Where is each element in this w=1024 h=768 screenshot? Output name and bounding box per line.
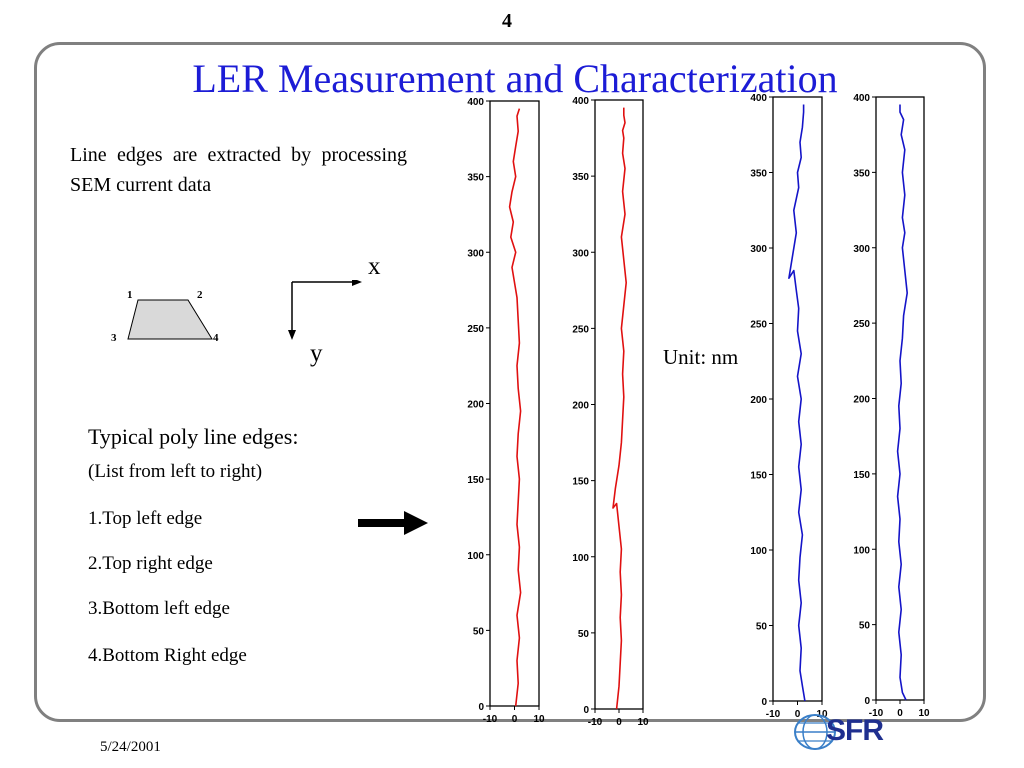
edge-line xyxy=(612,107,628,710)
y-tick-label: 350 xyxy=(572,172,589,183)
logo-text: SFR xyxy=(826,714,884,747)
y-tick-label: 150 xyxy=(467,475,484,486)
x-tick-label: -10 xyxy=(588,717,603,728)
y-tick-label: 50 xyxy=(578,629,590,640)
list-item: 1.Top left edge xyxy=(88,508,203,529)
y-tick-label: 250 xyxy=(467,324,484,335)
x-tick-label: -10 xyxy=(766,709,781,720)
y-arrow-head xyxy=(288,330,296,340)
y-tick-label: 150 xyxy=(853,470,870,481)
y-tick-label: 100 xyxy=(572,553,589,564)
x-arrow-head xyxy=(352,280,362,286)
y-tick-label: 400 xyxy=(572,96,589,107)
y-tick-label: 50 xyxy=(859,621,871,632)
x-tick-label: -10 xyxy=(869,708,884,719)
corner-label-1: 1 xyxy=(127,289,133,301)
y-tick-label: 250 xyxy=(572,324,589,335)
plot-frame xyxy=(489,100,540,707)
y-tick-label: 0 xyxy=(478,702,484,713)
x-tick-label: 0 xyxy=(616,717,622,728)
y-tick-label: 150 xyxy=(750,471,767,482)
edge-line xyxy=(508,108,522,707)
trapezoid-shape xyxy=(127,299,213,340)
y-tick-label: 350 xyxy=(853,168,870,179)
list-heading: Typical poly line edges: xyxy=(88,424,299,449)
intro-text: Line edges are extracted by processing S… xyxy=(70,144,407,196)
y-tick-label: 150 xyxy=(572,477,589,488)
y-tick-label: 200 xyxy=(467,400,484,411)
page-number: 4 xyxy=(502,10,512,32)
y-tick-label: 300 xyxy=(853,244,870,255)
edge-line xyxy=(896,104,909,701)
y-tick-label: 200 xyxy=(853,395,870,406)
y-tick-label: 50 xyxy=(473,626,485,637)
x-tick-label: 0 xyxy=(795,709,801,720)
pointer-arrow-icon xyxy=(358,511,428,535)
plot-frame xyxy=(594,99,644,710)
y-tick-label: 100 xyxy=(750,546,767,557)
y-tick-label: 350 xyxy=(750,169,767,180)
y-tick-label: 100 xyxy=(467,551,484,562)
x-tick-label: 10 xyxy=(816,709,828,720)
y-tick-label: 400 xyxy=(750,93,767,104)
list-item: 3.Bottom left edge xyxy=(88,598,230,619)
x-tick-label: 0 xyxy=(512,714,518,725)
y-tick-label: 100 xyxy=(853,545,870,556)
y-tick-label: 50 xyxy=(756,622,768,633)
axis-y-label: y xyxy=(310,340,323,367)
y-tick-label: 250 xyxy=(750,320,767,331)
cross-section-diagram: 1 2 3 4 xyxy=(111,280,362,344)
y-tick-label: 400 xyxy=(853,93,870,104)
list-item: 2.Top right edge xyxy=(88,553,213,574)
x-tick-label: -10 xyxy=(483,714,498,725)
y-tick-label: 0 xyxy=(761,697,767,708)
x-tick-label: 10 xyxy=(637,717,649,728)
y-tick-label: 300 xyxy=(750,244,767,255)
list-note: (List from left to right) xyxy=(88,461,263,482)
x-tick-label: 10 xyxy=(533,714,545,725)
x-tick-label: 10 xyxy=(918,708,930,719)
y-tick-label: 200 xyxy=(572,401,589,412)
corner-label-4: 4 xyxy=(213,332,219,344)
y-tick-label: 200 xyxy=(750,395,767,406)
y-tick-label: 250 xyxy=(853,319,870,330)
slide-frame xyxy=(34,42,986,722)
unit-label: Unit: nm xyxy=(663,345,739,369)
slide-title: LER Measurement and Characterization xyxy=(192,56,838,101)
x-tick-label: 0 xyxy=(897,708,903,719)
corner-label-2: 2 xyxy=(197,289,203,301)
axis-x-label: x xyxy=(368,253,381,280)
sfr-logo-icon xyxy=(794,714,836,750)
y-tick-label: 0 xyxy=(864,696,870,707)
y-tick-label: 0 xyxy=(583,705,589,716)
plot-frame xyxy=(772,96,823,702)
date-footer: 5/24/2001 xyxy=(100,739,161,755)
y-tick-label: 350 xyxy=(467,173,484,184)
list-item: 4.Bottom Right edge xyxy=(88,645,247,666)
y-tick-label: 400 xyxy=(467,97,484,108)
corner-label-3: 3 xyxy=(111,332,117,344)
y-tick-label: 300 xyxy=(467,248,484,259)
edge-line xyxy=(788,104,806,702)
y-tick-label: 300 xyxy=(572,248,589,259)
